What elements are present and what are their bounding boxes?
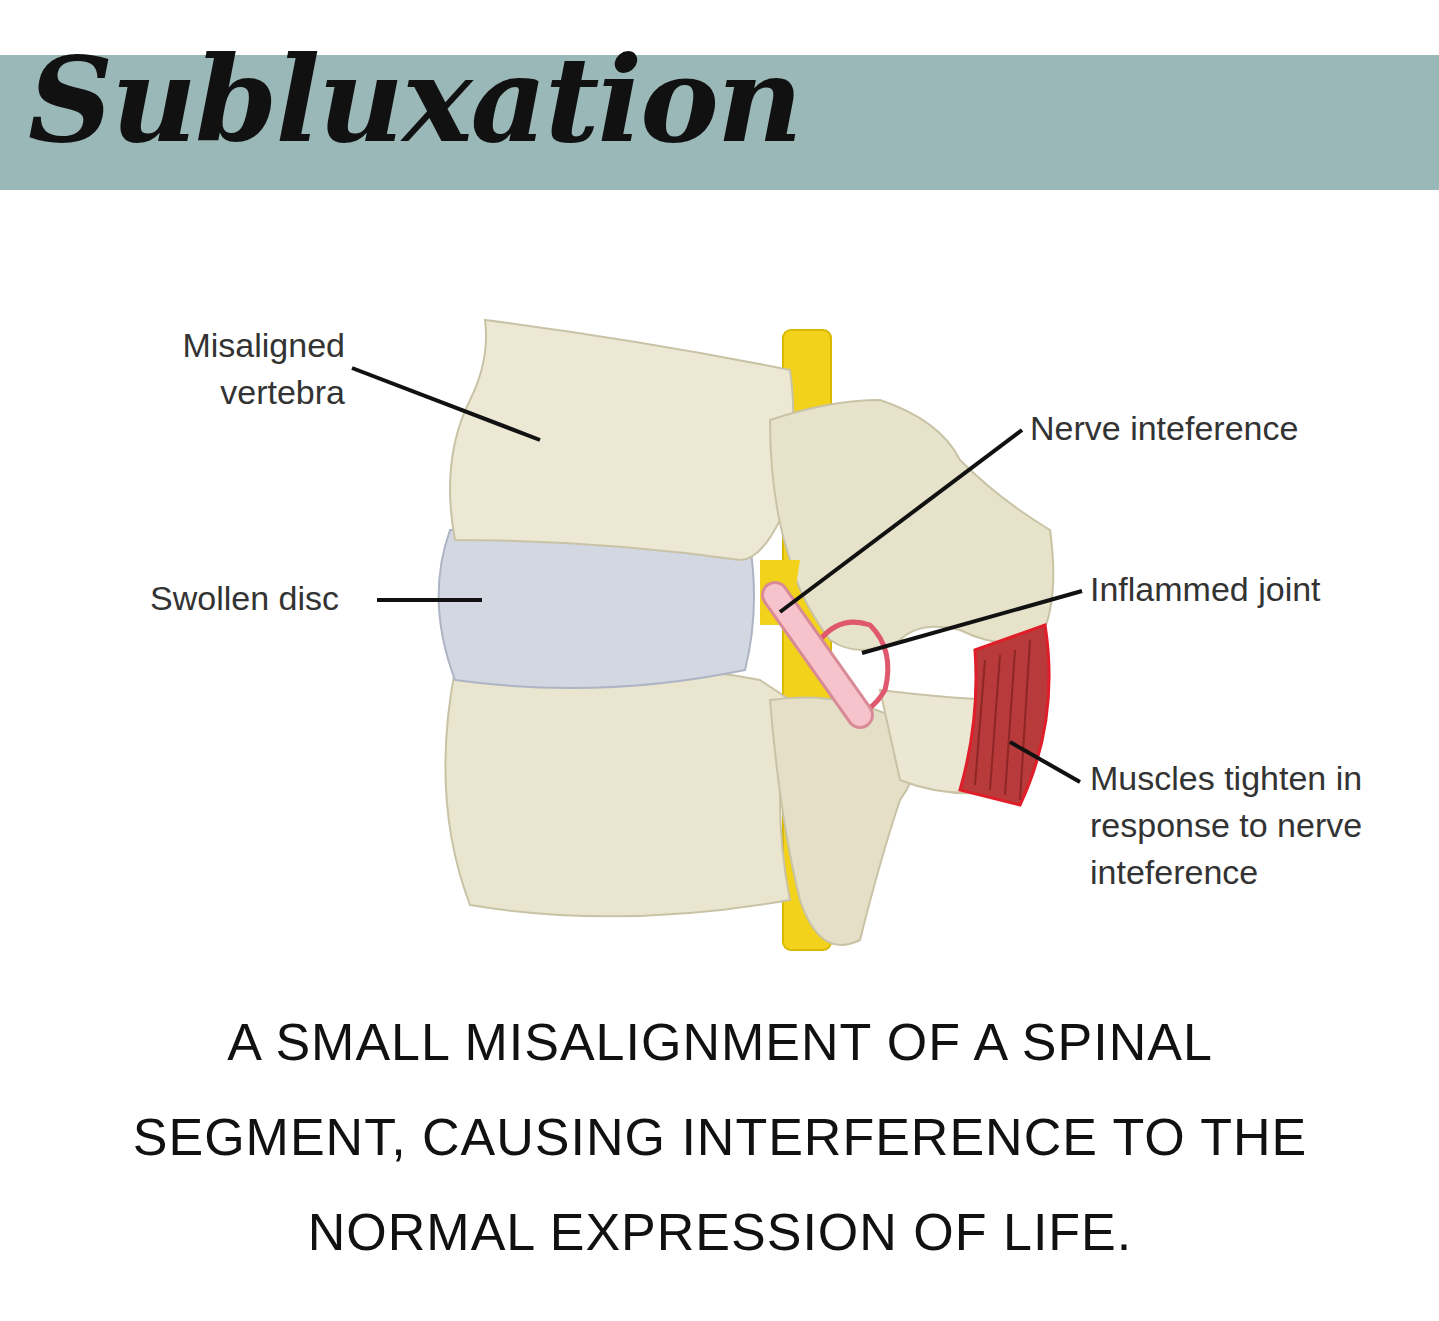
muscle-fibres <box>975 640 1030 800</box>
leader-line <box>1010 742 1080 782</box>
callout-label: Nerve inteference <box>1030 405 1350 452</box>
tight-muscle <box>960 625 1049 805</box>
lower-vertebra <box>445 662 790 916</box>
title: Subluxation <box>28 30 801 169</box>
callout-label: Swollen disc <box>150 575 372 622</box>
callout-label: Misaligned vertebra <box>140 322 345 416</box>
leader-line <box>780 430 1022 612</box>
pinched-nerve <box>775 595 860 715</box>
leader-line <box>352 368 540 440</box>
misaligned-vertebra <box>450 320 793 560</box>
nerve-outline <box>775 595 860 715</box>
callout-label: Inflammed joint <box>1090 566 1390 613</box>
callout-label: Muscles tighten in response to nerve int… <box>1090 755 1400 896</box>
leader-line <box>377 598 482 602</box>
caption: A SMALL MISALIGNMENT OF A SPINAL SEGMENT… <box>130 995 1310 1280</box>
leader-line <box>862 591 1082 653</box>
